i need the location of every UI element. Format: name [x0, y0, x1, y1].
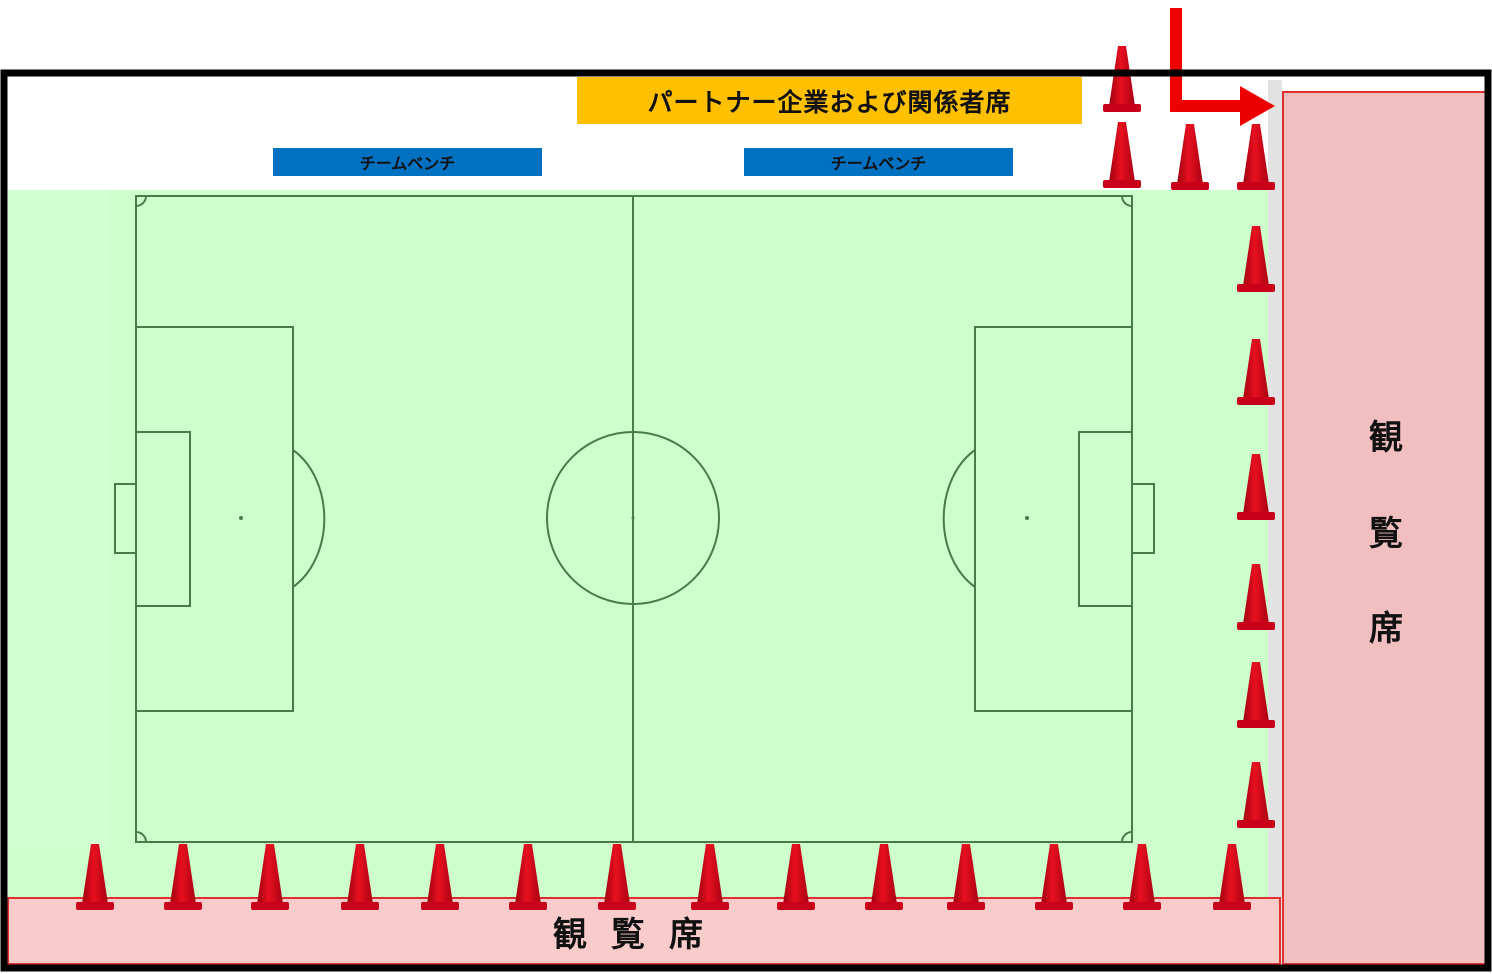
- left-penalty-arc: [292, 449, 326, 588]
- traffic-cone-icon: [1237, 762, 1275, 828]
- center-circle: [546, 431, 720, 605]
- team-bench-right-label: チームベンチ: [744, 148, 1013, 176]
- pitch-area: [8, 190, 1268, 902]
- corner-arc-br: [1121, 831, 1133, 843]
- right-stand-char-3: 席: [1369, 609, 1403, 649]
- pitch-left-strip: [8, 190, 110, 850]
- center-spot: [631, 516, 635, 520]
- traffic-cone-icon: [1237, 124, 1275, 190]
- entrance-arrow-icon: [1170, 8, 1275, 126]
- right-penalty-arc: [942, 449, 976, 588]
- left-penalty-spot: [239, 516, 243, 520]
- bottom-stand-label: 観覧席: [553, 914, 727, 955]
- right-stand-char-2: 覧: [1369, 513, 1403, 554]
- traffic-cone-icon: [1237, 454, 1275, 520]
- right-stand: [1282, 91, 1487, 965]
- corner-arc-tr: [1121, 195, 1133, 207]
- venue-frame: [0, 69, 1492, 972]
- traffic-cone-icon: [509, 844, 547, 910]
- right-gap: [1268, 80, 1282, 964]
- right-goal: [1131, 483, 1155, 554]
- right-penalty-spot: [1025, 516, 1029, 520]
- right-stand-label: 観 覧 席: [1350, 410, 1422, 650]
- traffic-cone-icon: [1213, 844, 1251, 910]
- traffic-cone-icon: [1237, 339, 1275, 405]
- partner-seats-label: パートナー企業および関係者席: [577, 77, 1082, 124]
- traffic-cone-icon: [1237, 662, 1275, 728]
- traffic-cone-icon: [1123, 844, 1161, 910]
- traffic-cone-icon: [76, 844, 114, 910]
- traffic-cone-icon: [421, 844, 459, 910]
- cone-row: [76, 46, 1275, 910]
- traffic-cone-icon: [164, 844, 202, 910]
- traffic-cone-icon: [598, 844, 636, 910]
- traffic-cone-icon: [341, 844, 379, 910]
- traffic-cone-icon: [691, 844, 729, 910]
- traffic-cone-icon: [251, 844, 289, 910]
- traffic-cone-icon: [1171, 124, 1209, 190]
- traffic-cone-icon: [1103, 122, 1141, 188]
- team-bench-left-label: チームベンチ: [273, 148, 542, 176]
- right-stand-char-1: 観: [1369, 418, 1403, 458]
- corner-arc-bl: [135, 831, 147, 843]
- traffic-cone-icon: [865, 844, 903, 910]
- traffic-cone-icon: [947, 844, 985, 910]
- pitch-markings: [114, 195, 1155, 843]
- traffic-cone-icon: [1237, 564, 1275, 630]
- traffic-cone-icon: [1035, 844, 1073, 910]
- left-goal: [114, 483, 137, 554]
- traffic-cone-icon: [777, 844, 815, 910]
- traffic-cone-icon: [1237, 226, 1275, 292]
- corner-arc-tl: [135, 195, 147, 207]
